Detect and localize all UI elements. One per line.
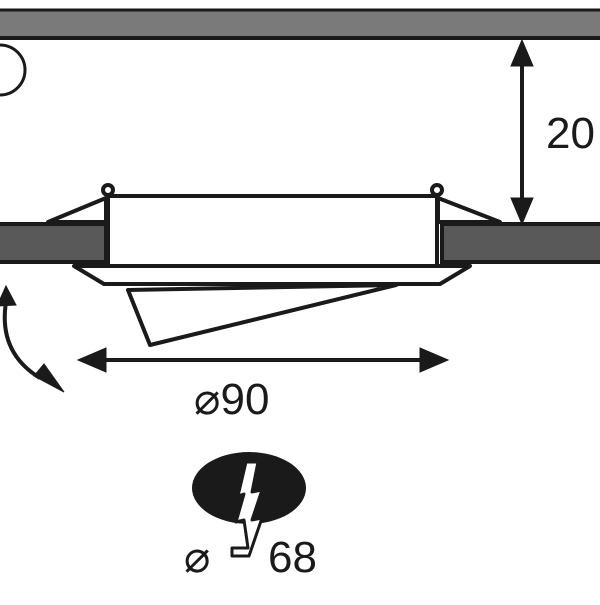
- tilted-lamp: [126, 283, 398, 347]
- cutout-diameter-symbol: ⌀: [184, 533, 211, 582]
- clip-knobs: [101, 183, 444, 197]
- hole-saw-cutout-icon: [192, 452, 306, 558]
- diameter-dimension-arrow: [76, 347, 450, 373]
- lightning-bolt-icon: [230, 460, 264, 558]
- tilt-arrow-icon: [0, 284, 65, 393]
- height-dimension-label: 20: [546, 109, 595, 158]
- diameter-dimension-label: ⌀90: [194, 375, 269, 424]
- ceiling-panel: [0, 222, 600, 264]
- light-fixture: [46, 194, 502, 347]
- height-dimension-arrow: [510, 38, 534, 226]
- spring-clip-right: [436, 196, 502, 224]
- fixture-bezel: [72, 264, 472, 286]
- fixture-housing: [106, 194, 439, 268]
- partial-circle-mark: [0, 43, 27, 97]
- spring-clip-left: [46, 196, 108, 224]
- cutout-diameter-value: 68: [268, 533, 317, 582]
- ceiling-slab: [0, 0, 600, 40]
